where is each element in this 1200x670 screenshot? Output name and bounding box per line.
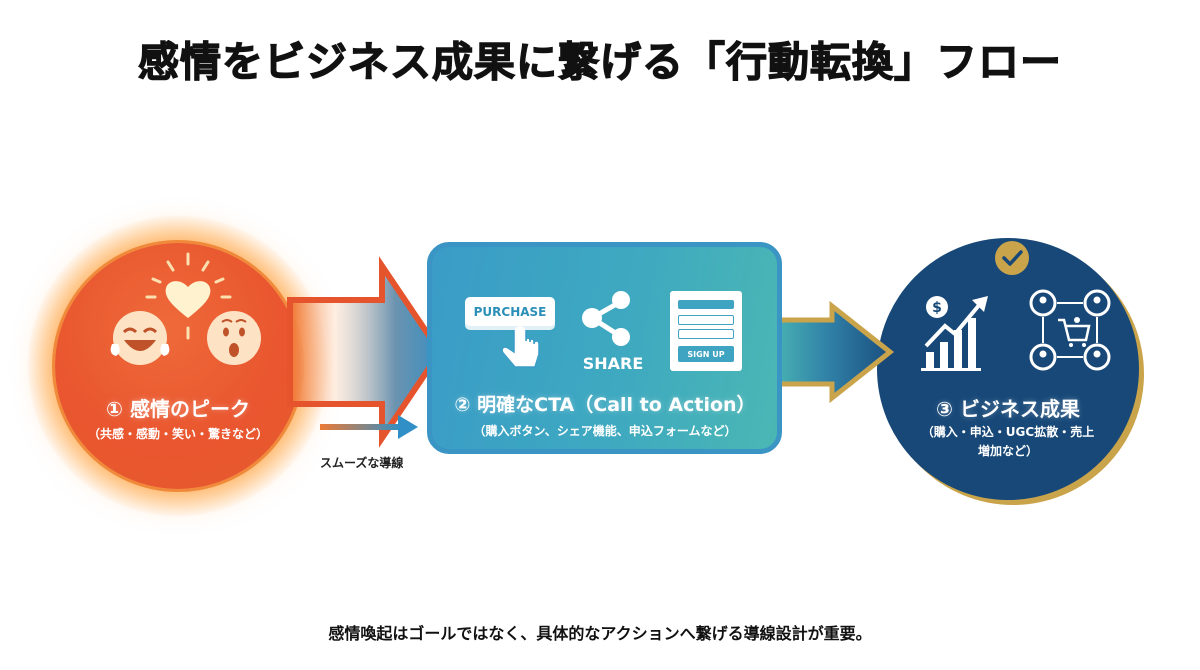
smooth-arrow-head — [398, 415, 418, 439]
signup-form-icon: SIGN UP — [670, 291, 742, 371]
surprised-face-icon — [207, 311, 261, 365]
check-icon — [995, 241, 1029, 275]
step-1-title: ① 感情のピーク — [106, 397, 250, 421]
network-cart-icon — [1029, 289, 1111, 371]
form-field — [678, 329, 734, 339]
footer-note: 感情喚起はゴールではなく、具体的なアクションへ繋げる導線設計が重要。 — [328, 624, 872, 643]
step-1-subtitle: （共感・感動・笑い・驚きなど） — [87, 427, 268, 441]
smooth-arrow-shaft — [320, 424, 402, 430]
arrow-2-to-3 — [767, 300, 895, 404]
laughing-face-icon — [110, 311, 170, 365]
sparkle-rays-icon — [145, 252, 232, 299]
dollar-sign: $ — [932, 300, 942, 316]
smooth-flow-label: スムーズな導線 — [320, 456, 404, 470]
growth-chart-icon: $ — [921, 296, 988, 371]
form-field — [678, 315, 734, 325]
heart-icon — [165, 281, 211, 318]
share-label: SHARE — [582, 354, 644, 373]
purchase-button-icon: PURCHASE — [465, 297, 555, 326]
form-field — [678, 300, 734, 309]
step-2-subtitle: （購入ボタン、シェア機能、申込フォームなど） — [473, 424, 737, 438]
signup-button: SIGN UP — [678, 346, 734, 362]
step-3-title: ③ ビジネス成果 — [936, 397, 1080, 421]
step-2-title: ② 明確なCTA（Call to Action） — [454, 394, 756, 416]
page-title: 感情をビジネス成果に繋げる「行動転換」フロー — [137, 37, 1062, 86]
step-3-subtitle: （購入・申込・UGC拡散・売上増加など） — [921, 425, 1095, 458]
arrow-1-to-2 — [287, 256, 444, 448]
